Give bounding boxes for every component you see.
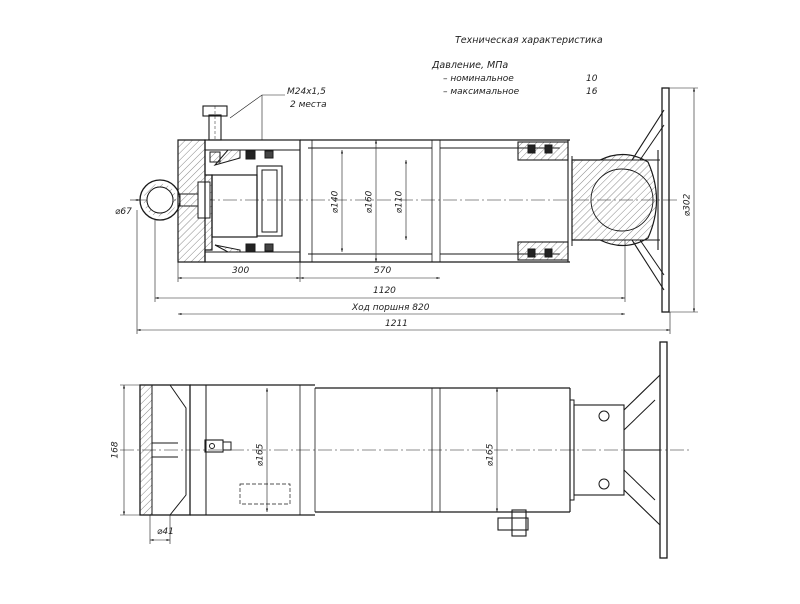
dim-d165-right: ⌀165 <box>485 443 496 467</box>
dim-d110: ⌀110 <box>394 190 405 214</box>
pressure-label: Давление, МПа <box>432 60 509 71</box>
dim-d165-left: ⌀165 <box>255 443 266 467</box>
spec-nominal-label: – номинальное <box>443 74 514 84</box>
dim-168: 168 <box>110 441 121 459</box>
dim-stroke: Ход поршня 820 <box>352 303 430 313</box>
spec-nominal-value: 10 <box>586 74 598 84</box>
dim-d41: ⌀41 <box>157 527 174 537</box>
mounting-flange <box>661 87 670 313</box>
dim-d67: ⌀67 <box>115 207 132 217</box>
dim-1211: 1211 <box>385 319 408 329</box>
dim-d302: ⌀302 <box>682 193 693 217</box>
spec-title: Техническая характеристика <box>455 35 603 46</box>
dim-570: 570 <box>374 266 392 276</box>
dim-300: 300 <box>232 266 250 276</box>
ball-end <box>571 153 657 247</box>
thread-callout: M24x1,5 <box>287 87 326 97</box>
spec-max-label: – максимальное <box>443 87 520 97</box>
dim-d160: ⌀160 <box>364 190 375 214</box>
spec-max-value: 16 <box>586 87 598 97</box>
dim-1120: 1120 <box>373 286 396 296</box>
thread-count-callout: 2 места <box>290 100 327 110</box>
section-view <box>135 87 680 313</box>
dim-d140: ⌀140 <box>330 190 341 214</box>
exterior-view <box>120 341 690 559</box>
dimension-lines <box>120 87 698 544</box>
